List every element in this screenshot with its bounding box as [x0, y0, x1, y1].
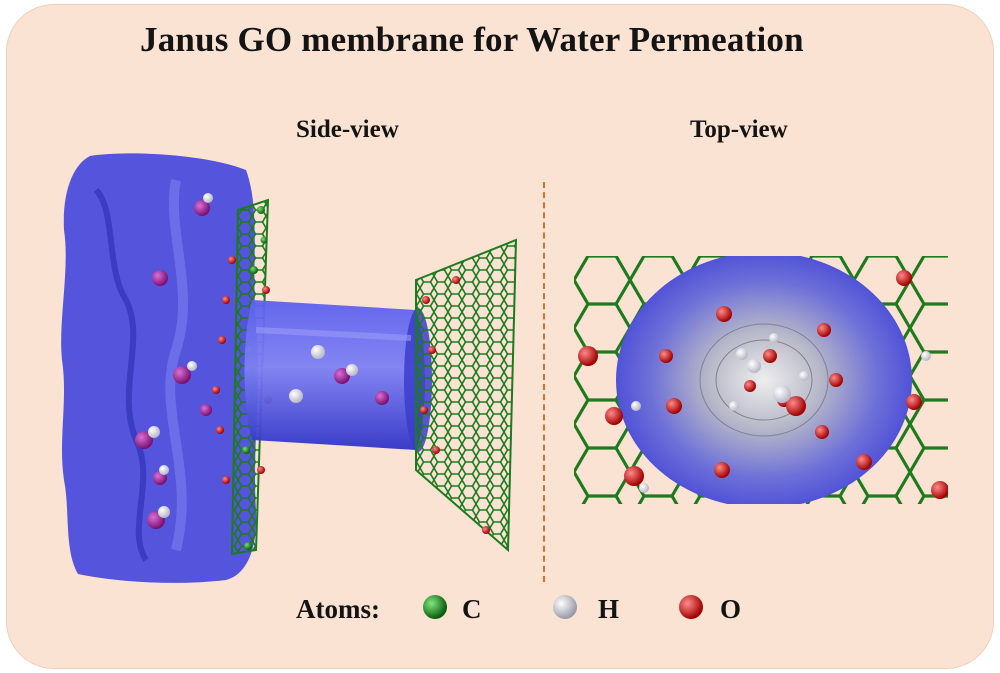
- top-view-label: Top-view: [690, 116, 788, 143]
- figure-title: Janus GO membrane for Water Permeation: [140, 20, 804, 59]
- carbon-atom-icon: [423, 595, 447, 619]
- oxygen-atom-icon: [679, 595, 703, 619]
- hydrogen-atom-icon: [553, 595, 577, 619]
- legend-label-hydrogen: H: [598, 594, 620, 624]
- view-divider: [543, 182, 545, 582]
- side-view-label: Side-view: [296, 116, 399, 143]
- atom-legend: Atoms: C H O: [296, 588, 816, 632]
- legend-label-carbon: C: [462, 594, 482, 624]
- side-view-illustration: [61, 153, 518, 583]
- legend-label-oxygen: O: [720, 594, 742, 624]
- legend-heading: Atoms:: [296, 594, 380, 624]
- top-view-illustration: [574, 256, 948, 504]
